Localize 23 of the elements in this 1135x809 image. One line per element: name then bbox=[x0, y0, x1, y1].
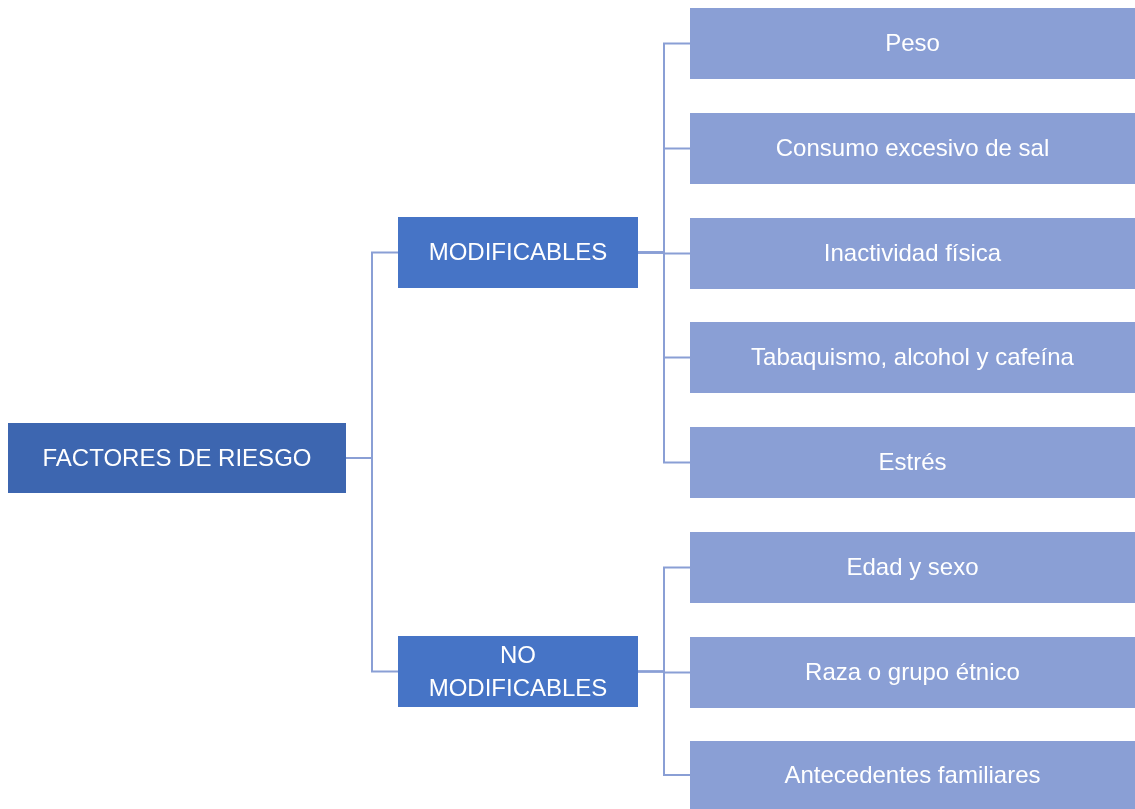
factor-box bbox=[690, 322, 1135, 393]
box-label: Raza o grupo étnico bbox=[805, 657, 1020, 688]
box-label: FACTORES DE RIESGO bbox=[42, 442, 312, 473]
box-label: Peso bbox=[885, 28, 940, 59]
factor-box bbox=[690, 637, 1135, 708]
box-label: Estrés bbox=[878, 447, 947, 478]
box-label: MODIFICABLES bbox=[428, 237, 608, 268]
category-box bbox=[398, 636, 638, 707]
factor-box bbox=[690, 8, 1135, 79]
box-label: Consumo excesivo de sal bbox=[775, 133, 1050, 164]
factor-box bbox=[690, 427, 1135, 498]
connector-line bbox=[637, 670, 691, 776]
factor-box bbox=[690, 741, 1135, 809]
box-label: NO MODIFICABLES bbox=[427, 640, 609, 703]
root-box bbox=[8, 423, 346, 493]
factor-box bbox=[690, 532, 1135, 603]
box-label: Antecedentes familiares bbox=[784, 759, 1041, 790]
box-label: Inactividad física bbox=[823, 238, 1002, 269]
category-box bbox=[398, 217, 638, 288]
box-label: Edad y sexo bbox=[846, 552, 979, 583]
factor-box bbox=[690, 218, 1135, 289]
factor-box bbox=[690, 113, 1135, 184]
box-label: Tabaquismo, alcohol y cafeína bbox=[751, 342, 1074, 373]
